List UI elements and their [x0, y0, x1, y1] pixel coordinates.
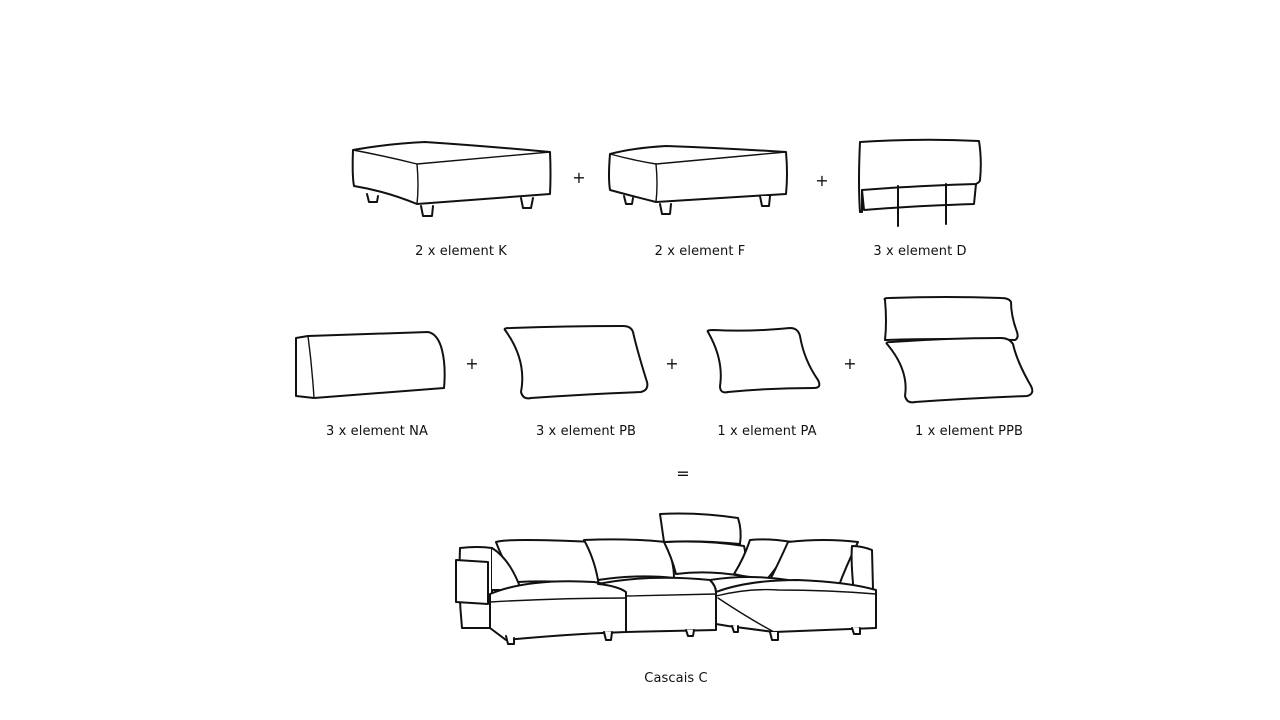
plus-sign: + [465, 354, 479, 373]
element-ppb-label: 1 x element PPB [914, 424, 1024, 439]
element-d-drawing [858, 138, 982, 227]
plus-sign: + [815, 171, 829, 190]
element-k-label: 2 x element K [415, 244, 507, 259]
element-pa-label: 1 x element PA [717, 424, 817, 439]
element-ppb-drawing [883, 296, 1034, 404]
element-f-label: 2 x element F [654, 244, 746, 259]
element-f-drawing [608, 145, 788, 215]
plus-sign: + [572, 168, 586, 187]
element-na-label: 3 x element NA [326, 424, 428, 439]
element-k-drawing [351, 141, 552, 217]
plus-sign: + [843, 354, 857, 373]
element-pa-drawing [706, 327, 821, 394]
equals-sign: = [676, 464, 690, 483]
element-pb-label: 3 x element PB [535, 424, 637, 439]
result-label: Cascais C [644, 671, 708, 686]
element-na-drawing [295, 331, 446, 399]
element-d-label: 3 x element D [873, 244, 967, 259]
cascais-c-sofa-drawing [455, 512, 877, 645]
element-pb-drawing [503, 325, 649, 400]
plus-sign: + [665, 354, 679, 373]
